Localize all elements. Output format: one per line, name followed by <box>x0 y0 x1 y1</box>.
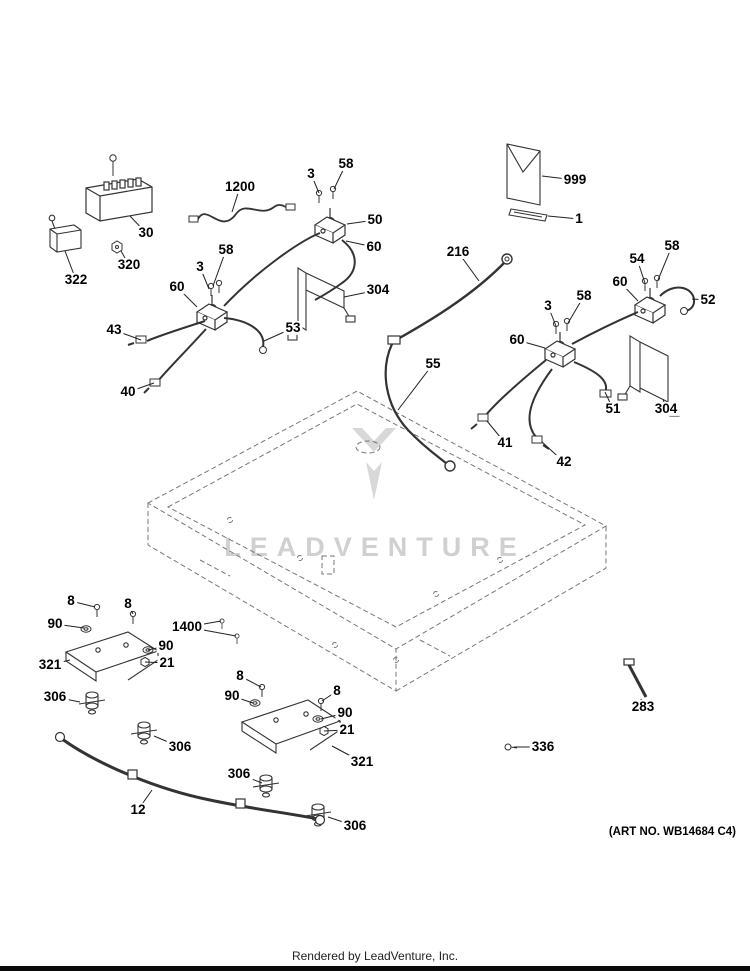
leader-line-21-43 <box>323 729 348 732</box>
nozzle-40 <box>143 378 161 394</box>
leader-line-50-3 <box>346 219 376 225</box>
leader-line-306-38 <box>153 735 181 748</box>
nozzle-42 <box>531 435 550 450</box>
leader-line-306-37 <box>54 696 81 703</box>
watermark-text: LEADVENTURE <box>224 532 526 562</box>
leader-line-90-34 <box>147 645 167 651</box>
leader-line-42-29 <box>541 441 565 463</box>
leader-line-30-7 <box>129 215 147 234</box>
leader-line-304-13 <box>343 289 379 298</box>
leader-line-8-32 <box>127 603 134 615</box>
leader-line-1400-33 <box>186 620 222 628</box>
leader-line-283-48 <box>640 698 644 708</box>
screw-336 <box>504 743 518 751</box>
leader-line-58-20 <box>657 245 673 281</box>
ignition-wire-1200 <box>188 203 296 223</box>
leader-line-306-46 <box>327 816 356 827</box>
leader-line-60-21 <box>619 281 639 302</box>
leader-line-304-27 <box>662 398 667 410</box>
item-1 <box>508 208 548 222</box>
literature-pack-999 <box>506 143 541 206</box>
leader-line-60-4 <box>345 240 375 248</box>
leader-line-58-24 <box>567 295 585 324</box>
leader-line-3-23 <box>547 305 557 327</box>
leader-line-321-44 <box>331 745 363 763</box>
tube-55 <box>384 343 456 472</box>
bottom-edge-bar <box>0 966 750 971</box>
hose-216 <box>387 253 513 345</box>
leader-line-8-39 <box>239 675 262 688</box>
watermark-logo <box>352 428 396 500</box>
leader-line-55-18 <box>397 363 434 411</box>
leader-line-90-40 <box>231 695 254 704</box>
leader-line-3-1 <box>310 173 320 194</box>
leader-line-58-10 <box>212 249 227 287</box>
module-screw <box>109 154 117 176</box>
leader-line-90-31 <box>54 623 85 629</box>
manifold-left <box>146 232 356 382</box>
pin-283 <box>623 658 648 698</box>
ground-nut-320 <box>111 240 123 254</box>
leader-line-90-42 <box>320 712 346 720</box>
leader-line-60-25 <box>516 339 546 349</box>
leader-line-8-41 <box>321 690 338 702</box>
leader-line-1200-0 <box>231 186 241 213</box>
leader-line-1-6 <box>547 215 580 220</box>
chassis <box>146 390 608 692</box>
leader-line-306-45 <box>238 773 263 784</box>
leader-line-60-12 <box>176 286 198 308</box>
leader-line-21-35 <box>144 661 168 664</box>
leader-line-322-9 <box>64 250 77 281</box>
rendered-by-footer: Rendered by LeadVenture, Inc. <box>291 949 459 963</box>
nozzle-41 <box>470 413 489 430</box>
leader-line-12-47 <box>137 789 153 811</box>
leader-line-999-5 <box>541 175 576 181</box>
flare-53 <box>259 346 267 354</box>
leader-line-53-14 <box>263 327 294 342</box>
art-number: (ART NO. WB14684 C4) <box>608 826 736 838</box>
leader-line-321-36 <box>49 659 71 666</box>
leader-line-40-16 <box>127 382 155 393</box>
tube-12 <box>61 737 319 821</box>
fitting-52 <box>680 307 688 315</box>
tube-12-fittings <box>54 731 326 826</box>
leader-line-3-11 <box>199 266 210 290</box>
spark-module <box>85 177 153 222</box>
leader-line-43-15 <box>113 329 142 341</box>
leader-line-58-2 <box>333 163 347 190</box>
leader-line-1400-33 <box>186 626 237 637</box>
switch-box-322 <box>48 214 82 253</box>
leader-line-41-28 <box>486 420 506 444</box>
leader-line-54-19 <box>636 258 646 284</box>
leader-line-216-17 <box>457 251 480 282</box>
leader-line-320-8 <box>120 250 130 266</box>
leader-line-51-26 <box>604 391 614 410</box>
leader-line-52-22 <box>691 298 709 301</box>
leader-line-8-30 <box>70 600 96 608</box>
